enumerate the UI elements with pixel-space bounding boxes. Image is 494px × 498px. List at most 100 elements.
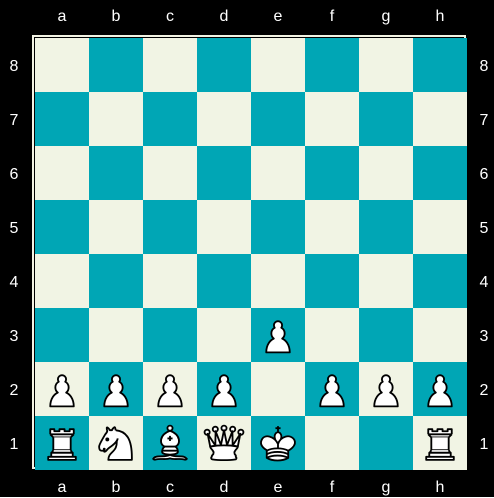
white-king-icon[interactable] <box>255 420 301 466</box>
square-e4[interactable] <box>251 254 305 308</box>
rank-label-6: 6 <box>474 165 494 185</box>
file-label-e: e <box>268 478 288 498</box>
white-pawn-icon[interactable] <box>93 366 139 412</box>
square-e6[interactable] <box>251 146 305 200</box>
file-label-c: c <box>160 478 180 498</box>
square-c5[interactable] <box>143 200 197 254</box>
white-pawn-icon[interactable] <box>147 366 193 412</box>
file-label-b: b <box>106 478 126 498</box>
square-f1[interactable] <box>305 416 359 470</box>
square-b2[interactable] <box>89 362 143 416</box>
square-e1[interactable] <box>251 416 305 470</box>
square-a6[interactable] <box>35 146 89 200</box>
square-a8[interactable] <box>35 38 89 92</box>
square-c2[interactable] <box>143 362 197 416</box>
rank-label-6: 6 <box>4 165 24 185</box>
square-c8[interactable] <box>143 38 197 92</box>
square-c1[interactable] <box>143 416 197 470</box>
square-a4[interactable] <box>35 254 89 308</box>
file-label-h: h <box>430 7 450 27</box>
square-f2[interactable] <box>305 362 359 416</box>
square-f6[interactable] <box>305 146 359 200</box>
square-b5[interactable] <box>89 200 143 254</box>
file-label-e: e <box>268 7 288 27</box>
square-h7[interactable] <box>413 92 467 146</box>
file-label-d: d <box>214 478 234 498</box>
rank-label-5: 5 <box>474 219 494 239</box>
rank-label-1: 1 <box>474 435 494 455</box>
white-rook-icon[interactable] <box>39 420 85 466</box>
square-d4[interactable] <box>197 254 251 308</box>
square-e5[interactable] <box>251 200 305 254</box>
square-b4[interactable] <box>89 254 143 308</box>
file-label-f: f <box>322 7 342 27</box>
white-knight-icon[interactable] <box>93 420 139 466</box>
white-pawn-icon[interactable] <box>39 366 85 412</box>
square-d3[interactable] <box>197 308 251 362</box>
rank-label-8: 8 <box>474 57 494 77</box>
square-f7[interactable] <box>305 92 359 146</box>
square-d5[interactable] <box>197 200 251 254</box>
square-g8[interactable] <box>359 38 413 92</box>
file-label-g: g <box>376 7 396 27</box>
square-b8[interactable] <box>89 38 143 92</box>
square-g1[interactable] <box>359 416 413 470</box>
square-e2[interactable] <box>251 362 305 416</box>
file-label-h: h <box>430 478 450 498</box>
white-pawn-icon[interactable] <box>363 366 409 412</box>
square-h8[interactable] <box>413 38 467 92</box>
file-label-d: d <box>214 7 234 27</box>
square-f3[interactable] <box>305 308 359 362</box>
chess-board[interactable] <box>35 38 467 470</box>
file-label-g: g <box>376 478 396 498</box>
square-g3[interactable] <box>359 308 413 362</box>
white-pawn-icon[interactable] <box>255 312 301 358</box>
square-g4[interactable] <box>359 254 413 308</box>
rank-label-2: 2 <box>474 381 494 401</box>
square-h5[interactable] <box>413 200 467 254</box>
white-queen-icon[interactable] <box>201 420 247 466</box>
square-d8[interactable] <box>197 38 251 92</box>
square-c6[interactable] <box>143 146 197 200</box>
square-a3[interactable] <box>35 308 89 362</box>
square-b3[interactable] <box>89 308 143 362</box>
square-a7[interactable] <box>35 92 89 146</box>
rank-label-1: 1 <box>4 435 24 455</box>
square-g2[interactable] <box>359 362 413 416</box>
square-d2[interactable] <box>197 362 251 416</box>
square-f4[interactable] <box>305 254 359 308</box>
rank-label-2: 2 <box>4 381 24 401</box>
square-f5[interactable] <box>305 200 359 254</box>
square-b7[interactable] <box>89 92 143 146</box>
square-g7[interactable] <box>359 92 413 146</box>
rank-label-8: 8 <box>4 57 24 77</box>
square-h3[interactable] <box>413 308 467 362</box>
square-c4[interactable] <box>143 254 197 308</box>
square-h1[interactable] <box>413 416 467 470</box>
white-pawn-icon[interactable] <box>309 366 355 412</box>
file-label-b: b <box>106 7 126 27</box>
square-e3[interactable] <box>251 308 305 362</box>
white-bishop-icon[interactable] <box>147 420 193 466</box>
square-c7[interactable] <box>143 92 197 146</box>
square-h4[interactable] <box>413 254 467 308</box>
square-d6[interactable] <box>197 146 251 200</box>
square-d1[interactable] <box>197 416 251 470</box>
square-a5[interactable] <box>35 200 89 254</box>
white-pawn-icon[interactable] <box>417 366 463 412</box>
square-h2[interactable] <box>413 362 467 416</box>
square-e7[interactable] <box>251 92 305 146</box>
square-e8[interactable] <box>251 38 305 92</box>
square-b6[interactable] <box>89 146 143 200</box>
square-h6[interactable] <box>413 146 467 200</box>
square-a2[interactable] <box>35 362 89 416</box>
square-a1[interactable] <box>35 416 89 470</box>
square-f8[interactable] <box>305 38 359 92</box>
square-c3[interactable] <box>143 308 197 362</box>
white-pawn-icon[interactable] <box>201 366 247 412</box>
white-rook-icon[interactable] <box>417 420 463 466</box>
square-b1[interactable] <box>89 416 143 470</box>
square-g5[interactable] <box>359 200 413 254</box>
square-d7[interactable] <box>197 92 251 146</box>
square-g6[interactable] <box>359 146 413 200</box>
